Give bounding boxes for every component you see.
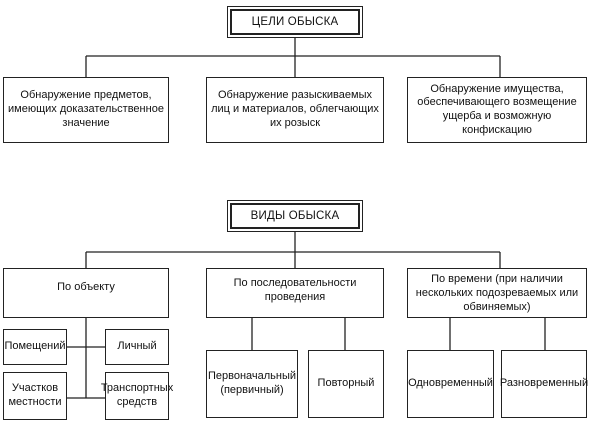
type-simultaneous-text: Одновременный — [408, 377, 493, 390]
type-vehicles-text: Транспортных средств — [100, 382, 174, 408]
type-repeated: Повторный — [308, 350, 384, 418]
category-by-sequence-text: По последовательности проведения — [233, 277, 357, 303]
goals-title-text: ЦЕЛИ ОБЫСКА — [251, 15, 339, 28]
type-repeated-text: Повторный — [317, 377, 375, 390]
type-personal-text: Личный — [117, 340, 157, 353]
type-non-simultaneous-text: Разновременный — [499, 377, 589, 390]
type-vehicles: Транспортных средств — [101, 372, 173, 420]
type-premises-text: Помещений — [4, 340, 66, 353]
goal-evidence-text: Обнаружение предметов, имеющих доказател… — [8, 89, 164, 129]
type-non-simultaneous: Разновременный — [499, 350, 589, 418]
goal-wanted-persons: Обнаружение разыскиваемых лиц и материал… — [206, 77, 384, 143]
category-by-object: По объекту — [3, 268, 169, 318]
type-terrain: Участков местности — [3, 372, 67, 420]
type-simultaneous: Одновременный — [407, 350, 494, 418]
category-by-time: По времени (при наличии нескольких подоз… — [407, 268, 587, 318]
category-by-object-text: По объекту — [57, 281, 115, 293]
category-by-sequence: По последовательности проведения — [206, 268, 384, 318]
type-initial: Первоначальный (первичный) — [206, 350, 298, 418]
type-initial-text: Первоначальный (первичный) — [207, 370, 297, 396]
type-premises: Помещений — [3, 329, 67, 365]
goal-wanted-persons-text: Обнаружение разыскиваемых лиц и материал… — [211, 89, 379, 129]
type-personal: Личный — [105, 329, 169, 365]
types-title-text: ВИДЫ ОБЫСКА — [250, 209, 340, 222]
type-terrain-text: Участков местности — [8, 382, 62, 408]
goal-property: Обнаружение имущества, обеспечивающего в… — [407, 77, 587, 143]
goals-title: ЦЕЛИ ОБЫСКА — [227, 6, 363, 38]
goal-evidence: Обнаружение предметов, имеющих доказател… — [3, 77, 169, 143]
types-title: ВИДЫ ОБЫСКА — [227, 200, 363, 232]
goal-property-text: Обнаружение имущества, обеспечивающего в… — [417, 82, 577, 136]
category-by-time-text: По времени (при наличии нескольких подоз… — [415, 273, 579, 313]
